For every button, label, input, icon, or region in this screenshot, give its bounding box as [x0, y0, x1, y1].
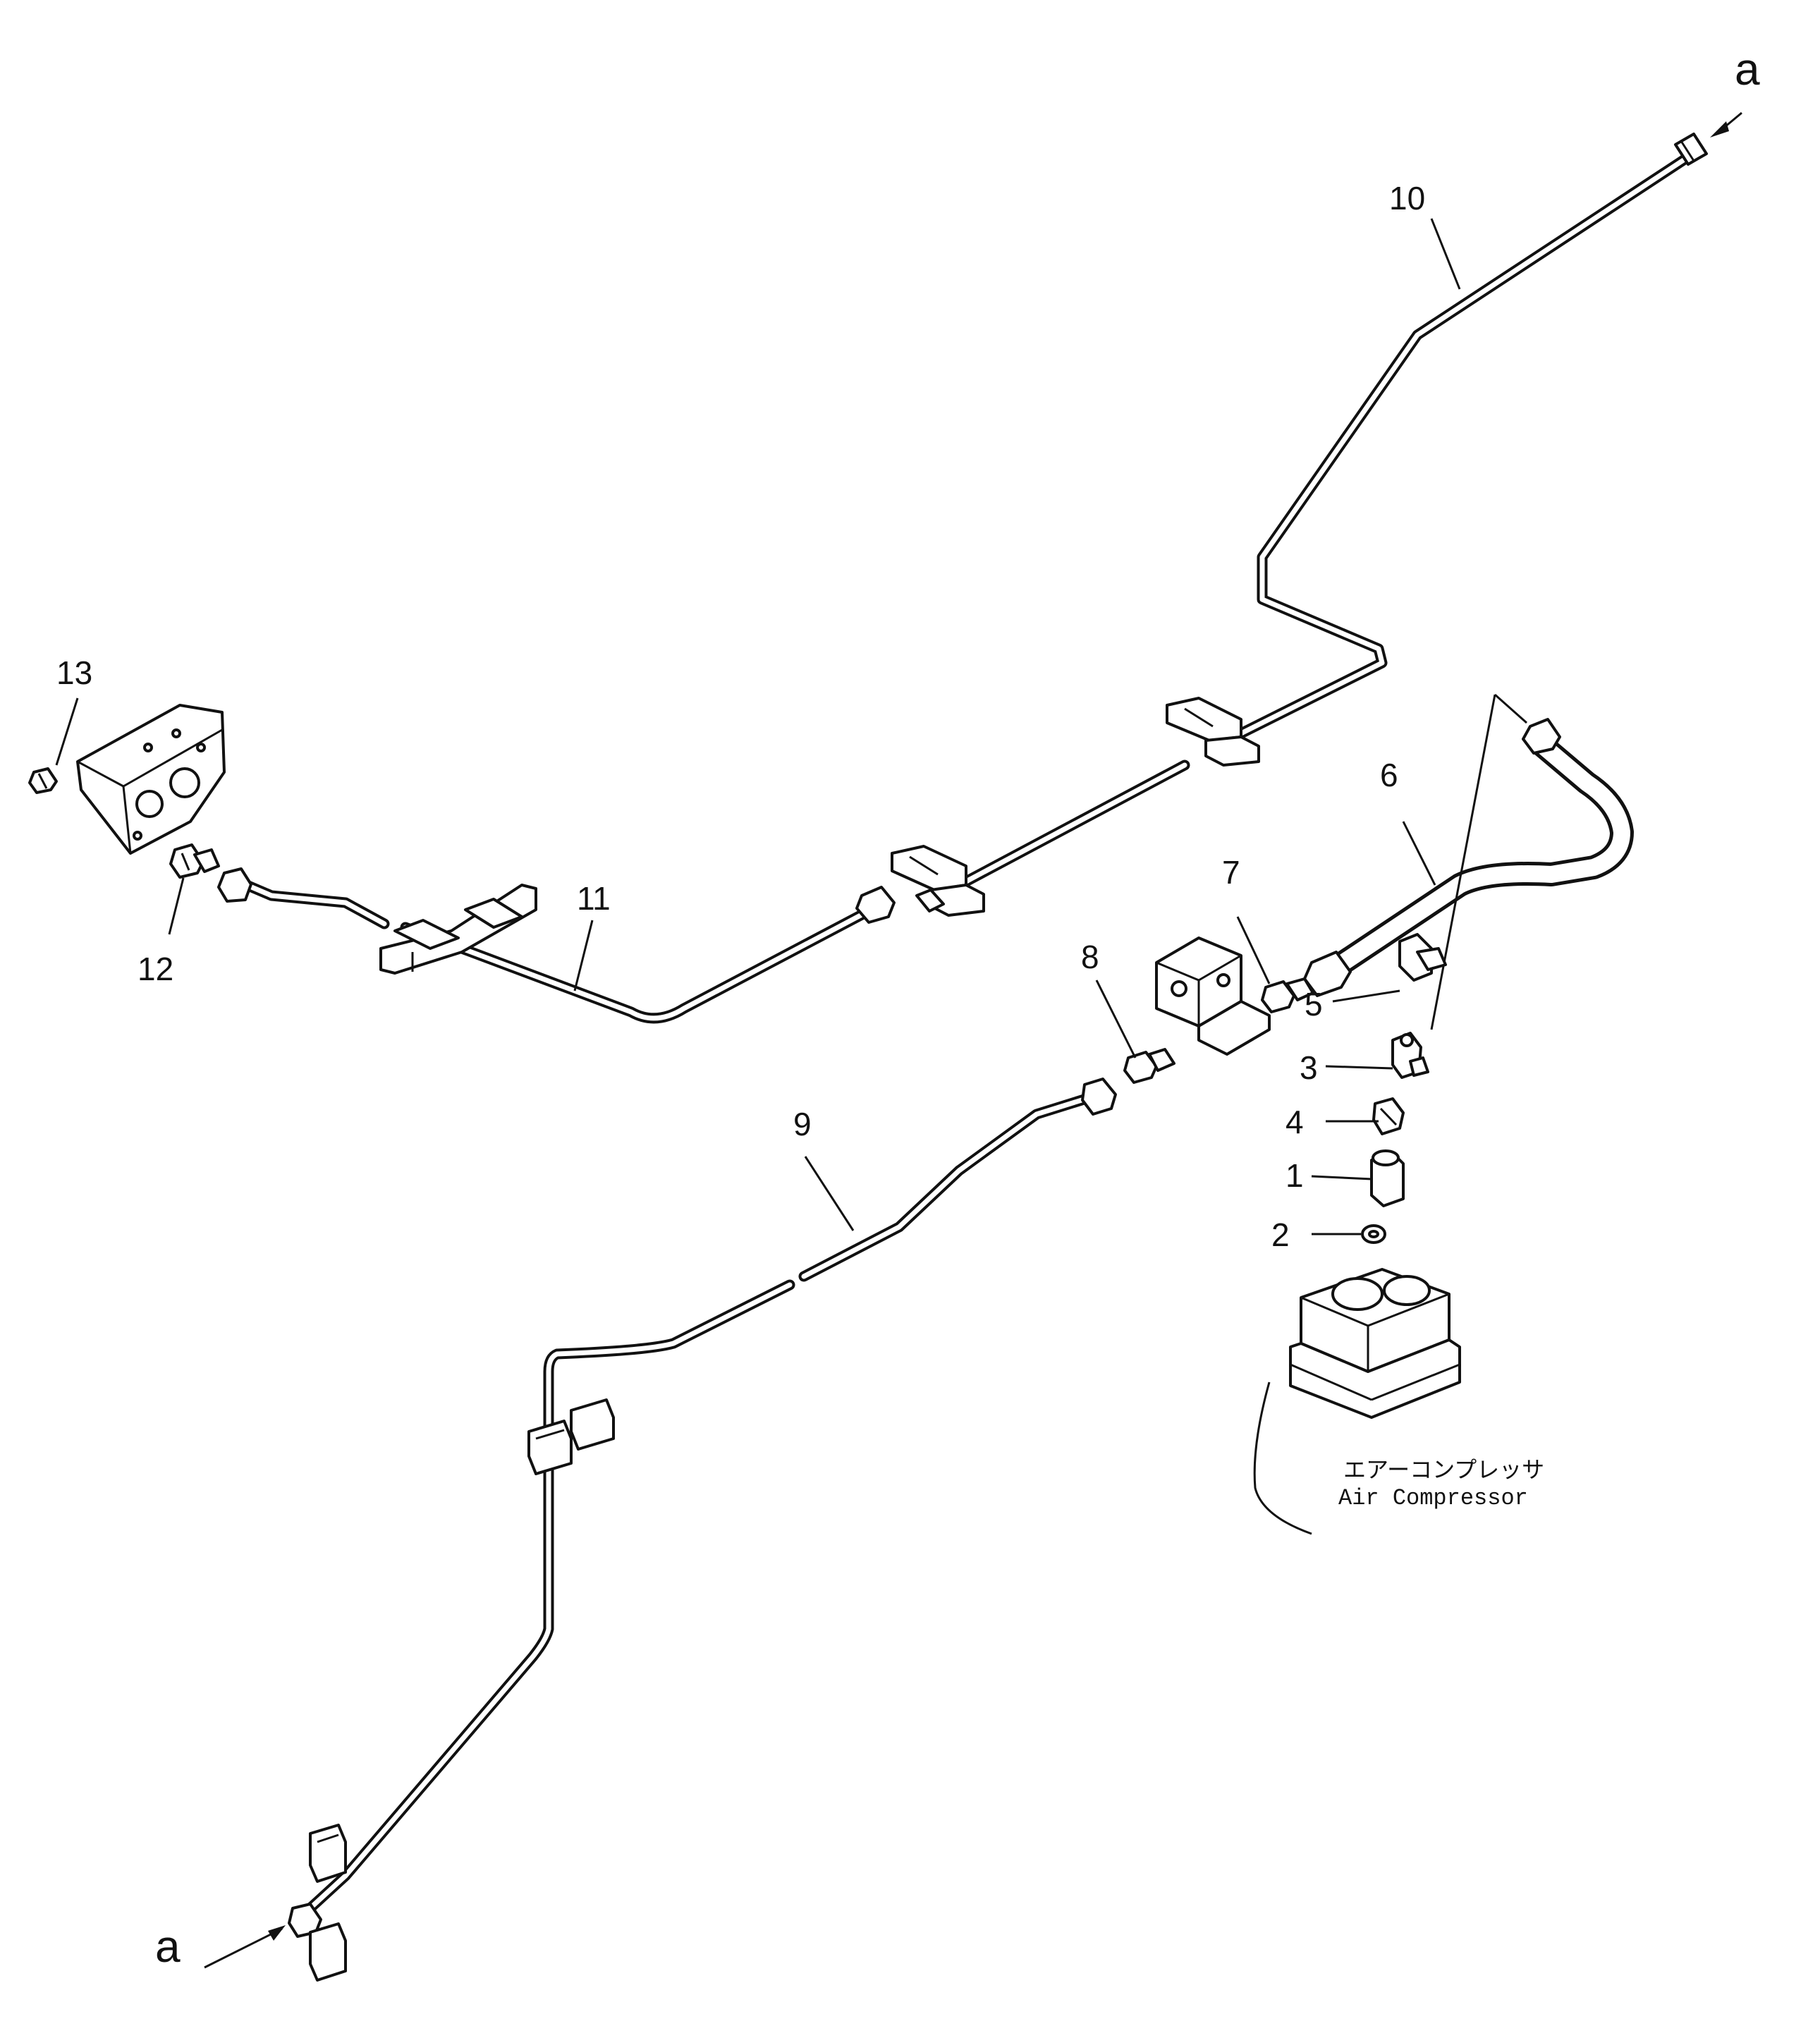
hose-6-end-upper [1522, 718, 1561, 755]
caption-japanese: エアーコンプレッサ [1343, 1458, 1544, 1484]
hose-guide-line-2 [1494, 693, 1527, 724]
pipe-10-end-fitting [1674, 133, 1708, 166]
hose-6-end-lower [1303, 951, 1352, 997]
clamp-pipe-10-lower [891, 845, 985, 917]
nipple-4 [1372, 1097, 1405, 1135]
fitting-7 [1261, 977, 1314, 1013]
callout-8: 8 [1081, 939, 1099, 975]
plug-13 [28, 767, 58, 794]
washer-2 [1361, 1224, 1386, 1244]
callout-11: 11 [577, 880, 611, 917]
callout-4: 4 [1285, 1104, 1304, 1140]
callout-13: 13 [56, 654, 92, 691]
callout-2: 2 [1271, 1216, 1290, 1253]
pipe-11-nut-right [855, 886, 896, 924]
connection-arrow-top [1710, 111, 1742, 138]
callout-leaders [55, 218, 1461, 1235]
hose-guide-lines [1430, 694, 1496, 1030]
callout-9: 9 [793, 1106, 812, 1142]
connector-12 [169, 843, 220, 879]
callout-6: 6 [1380, 757, 1398, 793]
adapter-1 [1370, 1149, 1405, 1207]
center-block [1155, 936, 1271, 1056]
connection-label-bottom: a [155, 1921, 181, 1972]
air-compressor [1253, 1268, 1461, 1535]
caption-english: Air Compressor [1338, 1485, 1528, 1511]
callout-5: 5 [1305, 986, 1323, 1023]
pipe-11 [217, 867, 896, 1024]
tee-3 [1391, 1032, 1429, 1079]
manifold-block [76, 704, 226, 855]
clamp-pipe-10-upper [1166, 697, 1260, 767]
connection-label-top: a [1735, 44, 1760, 94]
clamp-pipe-9-middle [527, 1398, 615, 1475]
callout-10: 10 [1389, 180, 1425, 216]
connection-arrow-bottom [204, 1925, 286, 1969]
clamp-pipe-9-bottom [309, 1824, 347, 1982]
callout-7: 7 [1222, 854, 1240, 891]
fitting-8 [1123, 1048, 1175, 1084]
hose-6 [1303, 718, 1634, 997]
pipe-11-nut-left [217, 867, 252, 903]
callout-12: 12 [138, 951, 173, 987]
callout-1: 1 [1285, 1157, 1304, 1194]
clamp-pipe-11 [379, 884, 537, 975]
pipe-10 [960, 133, 1708, 887]
callout-3: 3 [1300, 1049, 1318, 1086]
pipe-9 [288, 1078, 1117, 1938]
elbow-5 [1398, 933, 1447, 982]
pipe-9-nut-top [1081, 1078, 1117, 1116]
